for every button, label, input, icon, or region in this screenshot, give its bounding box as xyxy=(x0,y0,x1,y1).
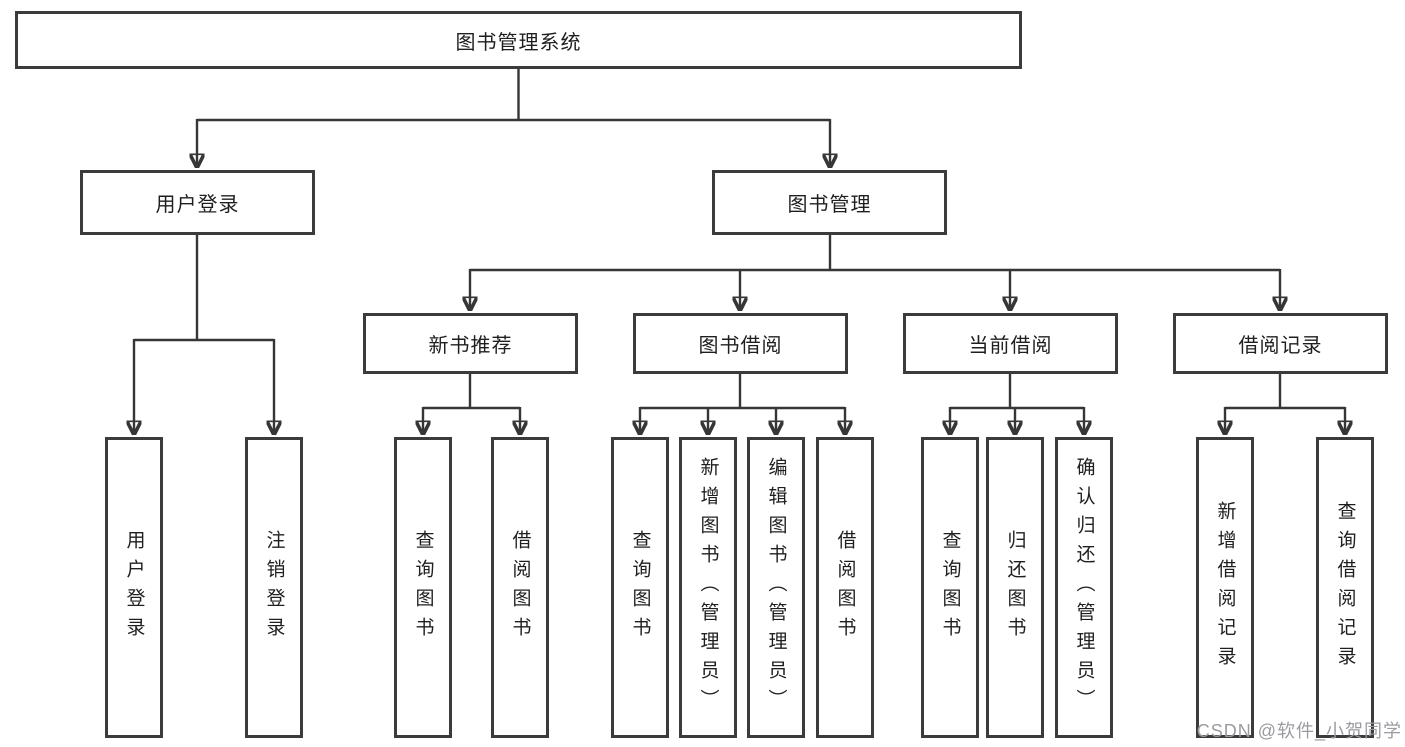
leaf-label: 注销登录 xyxy=(263,529,285,646)
leaf-label: 归还图书 xyxy=(1004,529,1026,646)
leaf-label: 借阅图书 xyxy=(834,529,856,646)
leaf-label: 新增借阅记录 xyxy=(1214,500,1236,675)
leaf-borrow-books: 借阅图书 xyxy=(491,437,549,738)
leaf-label: 借阅图书 xyxy=(509,529,531,646)
connector-current-loan-children xyxy=(950,374,1084,433)
leaf-label: 查询图书 xyxy=(939,529,961,646)
leaf-add-books-admin: 新增图书（管理员） xyxy=(679,437,737,738)
leaf-borrow-books: 借阅图书 xyxy=(816,437,874,738)
leaf-label: 确认归还（管理员） xyxy=(1073,457,1095,718)
leaf-label: 查询图书 xyxy=(629,529,651,646)
connector-book-mgmt-children xyxy=(470,235,1280,309)
node-borrowing-records: 借阅记录 xyxy=(1173,313,1388,374)
leaf-query-books: 查询图书 xyxy=(611,437,669,738)
node-user-login: 用户登录 xyxy=(80,170,315,235)
connector-user-login-children xyxy=(134,235,274,433)
node-label: 图书借阅 xyxy=(698,335,783,357)
node-book-borrowing: 图书借阅 xyxy=(633,313,848,374)
leaf-logout: 注销登录 xyxy=(245,437,303,738)
csdn-watermark: CSDN @软件_小贺同学 xyxy=(1196,721,1402,741)
node-new-book-recommend: 新书推荐 xyxy=(363,313,578,374)
leaf-user-login: 用户登录 xyxy=(105,437,163,738)
leaf-query-borrow-record: 查询借阅记录 xyxy=(1316,437,1374,738)
leaf-return-books: 归还图书 xyxy=(986,437,1044,738)
node-current-borrowing: 当前借阅 xyxy=(903,313,1118,374)
leaf-label: 编辑图书（管理员） xyxy=(765,457,787,718)
node-label: 图书管理 xyxy=(787,194,872,216)
leaf-label: 用户登录 xyxy=(123,529,145,646)
leaf-edit-books-admin: 编辑图书（管理员） xyxy=(747,437,805,738)
connector-loan-records-children xyxy=(1225,374,1345,433)
connector-book-borrow-children xyxy=(640,374,845,433)
leaf-label: 查询借阅记录 xyxy=(1334,500,1356,675)
node-label: 借阅记录 xyxy=(1238,335,1323,357)
connector-root-to-level2 xyxy=(197,69,830,166)
leaf-add-borrow-record: 新增借阅记录 xyxy=(1196,437,1254,738)
leaf-label: 新增图书（管理员） xyxy=(697,457,719,718)
leaf-query-books: 查询图书 xyxy=(921,437,979,738)
leaf-label: 查询图书 xyxy=(412,529,434,646)
leaf-query-books: 查询图书 xyxy=(394,437,452,738)
node-label: 当前借阅 xyxy=(968,335,1053,357)
node-label: 图书管理系统 xyxy=(455,31,582,54)
node-label: 用户登录 xyxy=(155,194,240,216)
connector-new-books-children xyxy=(423,374,520,433)
node-library-management-system: 图书管理系统 xyxy=(15,11,1022,69)
node-book-management: 图书管理 xyxy=(712,170,947,235)
node-label: 新书推荐 xyxy=(428,335,513,357)
leaf-confirm-return-admin: 确认归还（管理员） xyxy=(1055,437,1113,738)
